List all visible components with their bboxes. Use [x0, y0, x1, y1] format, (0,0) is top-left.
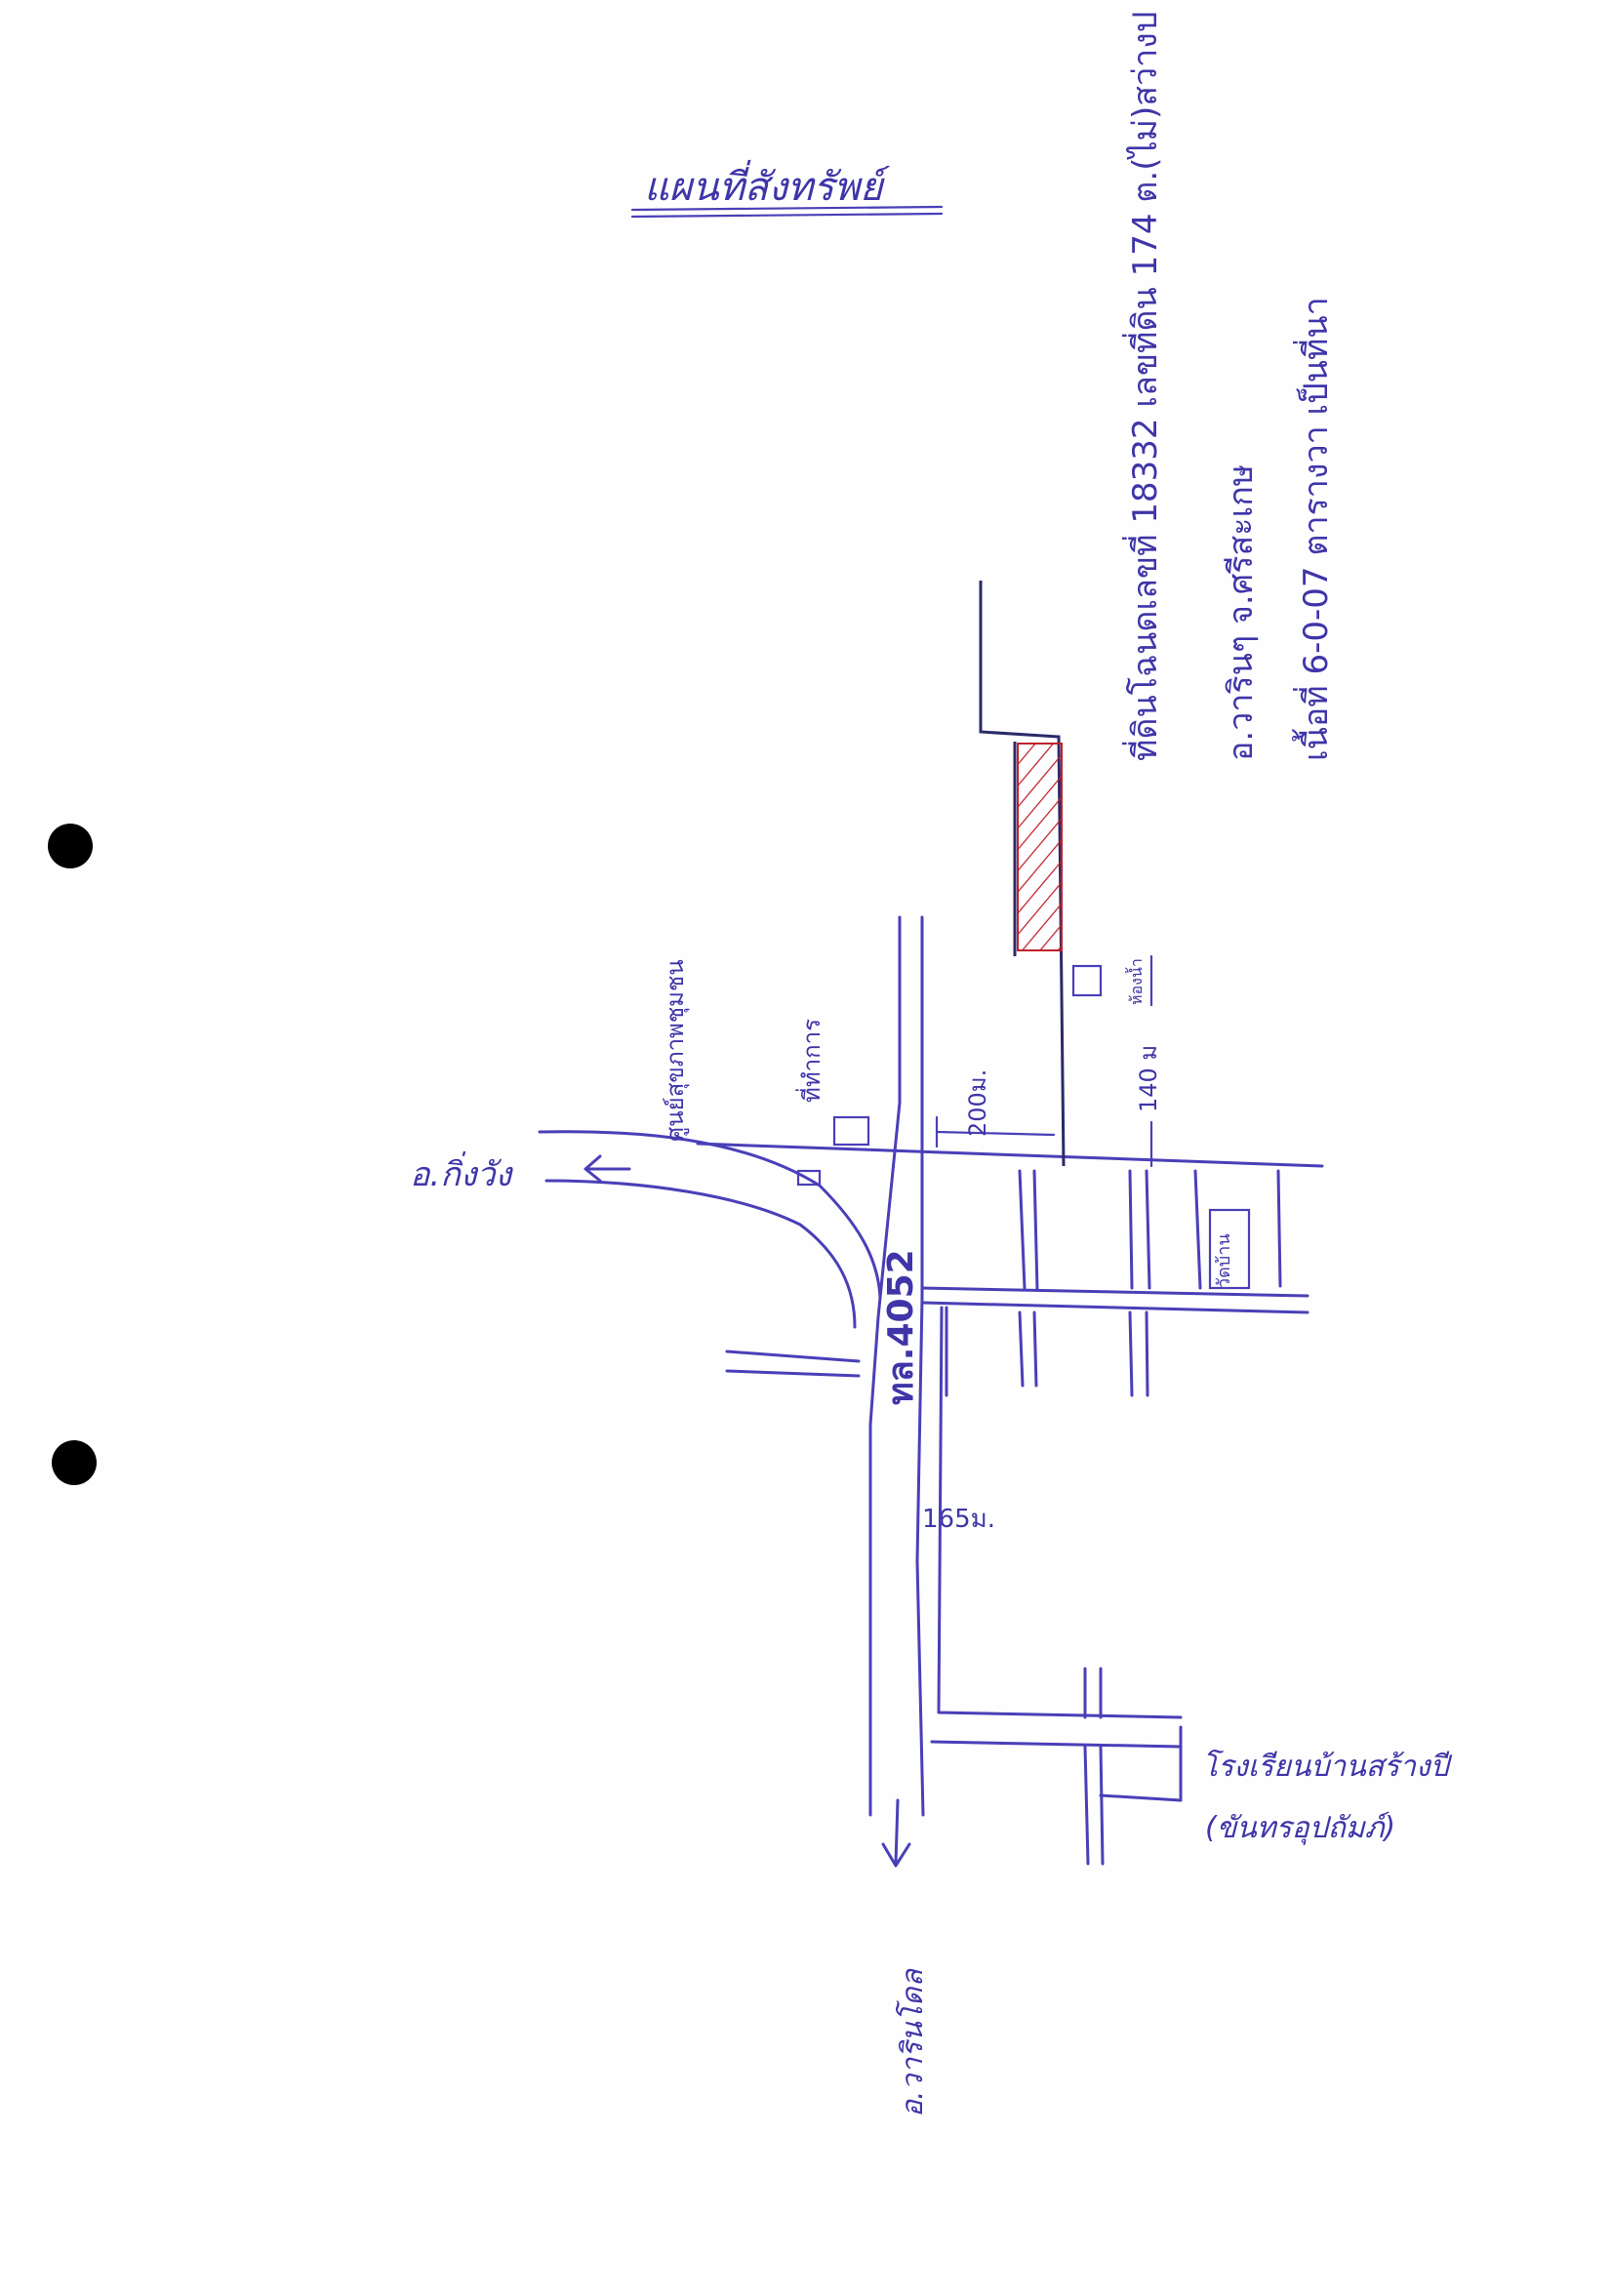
curved-road-west: อ.กิ่งวัง	[410, 1130, 882, 1329]
map-title: แผนที่สังทรัพย์	[630, 159, 944, 219]
svg-text:อ.กิ่งวัง: อ.กิ่งวัง	[410, 1151, 514, 1194]
svg-text:165ม.: 165ม.	[922, 1505, 995, 1534]
punch-hole-bottom	[52, 1440, 97, 1485]
svg-text:ที่ดินโฉนดเลขที่ 18332 เลขที่ด: ที่ดินโฉนดเลขที่ 18332 เลขที่ดิน 174 ต.(…	[1122, 12, 1165, 761]
svg-text:เนื้อที่ 6-0-07 ตารางวา เป็นที: เนื้อที่ 6-0-07 ตารางวา เป็นที่นา	[1292, 297, 1336, 761]
svg-text:แผนที่สังทรัพย์: แผนที่สังทรัพย์	[644, 159, 891, 210]
landmarks: ศูนย์สุขภาพชุมชน ที่ทำการ วัดบ้าน	[662, 959, 1251, 1290]
svg-text:อ.วารินๆ จ.ศรีสะเกษ: อ.วารินๆ จ.ศรีสะเกษ	[1222, 464, 1261, 761]
svg-text:200ม.: 200ม.	[964, 1069, 991, 1137]
property-note: ที่ดินโฉนดเลขที่ 18332 เลขที่ดิน 174 ต.(…	[1122, 12, 1336, 761]
svg-text:ที่ทำการ: ที่ทำการ	[795, 1019, 826, 1103]
property-road: ห้องน้ำ	[979, 581, 1146, 1167]
svg-text:โรงเรียนบ้านสร้างปี: โรงเรียนบ้านสร้างปี	[1202, 1749, 1453, 1784]
svg-text:ศูนย์สุขภาพชุมชน: ศูนย์สุขภาพชุมชน	[662, 959, 690, 1142]
svg-text:140 ม: 140 ม	[1135, 1045, 1162, 1112]
svg-text:อ.วารินโดล: อ.วารินโดล	[895, 1968, 930, 2117]
svg-text:ทล.4052: ทล.4052	[881, 1249, 921, 1405]
highway-4052	[868, 915, 925, 1868]
svg-text:วัดบ้าน: วัดบ้าน	[1214, 1233, 1234, 1288]
svg-text:(ขันทรอุปถัมภ์): (ขันทรอุปถัมภ์)	[1205, 1811, 1395, 1845]
svg-text:ห้องน้ำ: ห้องน้ำ	[1125, 958, 1146, 1005]
distance-markers: 200ม. 140 ม 165ม. ทล.4052	[881, 954, 1162, 1534]
upper-cross-road	[696, 1142, 1324, 1397]
property-parcel	[1017, 743, 1063, 951]
restroom-box	[1071, 964, 1103, 997]
punch-hole-top	[48, 824, 93, 868]
school-road: โรงเรียนบ้านสร้างปี (ขันทรอุปถัมภ์)	[930, 1306, 1453, 1866]
south-label: อ.วารินโดล	[895, 1968, 930, 2117]
